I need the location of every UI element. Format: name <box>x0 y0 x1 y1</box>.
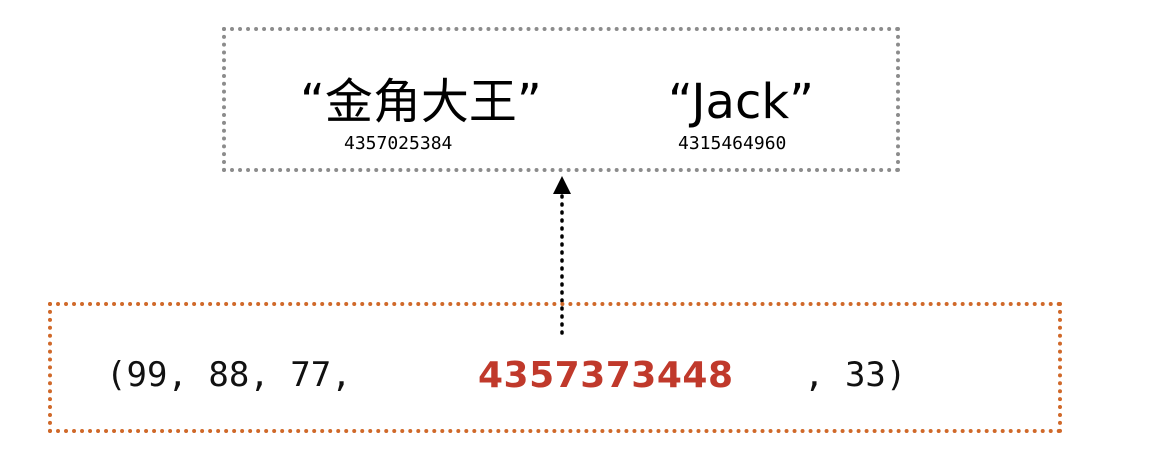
string-value-jack: “Jack” <box>668 74 815 130</box>
reference-arrow-head-icon <box>553 176 571 194</box>
string-heap-box <box>222 27 900 172</box>
tuple-box <box>48 302 1062 433</box>
tuple-reference-address: 4357373448 <box>478 355 734 396</box>
tuple-prefix: (99, 88, 77, <box>106 355 352 395</box>
string-address-jack: 4315464960 <box>678 133 787 154</box>
string-address-jinjiao-dawang: 4357025384 <box>344 133 453 154</box>
string-value-jinjiao-dawang: “金角大王” <box>300 74 542 130</box>
tuple-suffix: , 33) <box>804 355 907 395</box>
